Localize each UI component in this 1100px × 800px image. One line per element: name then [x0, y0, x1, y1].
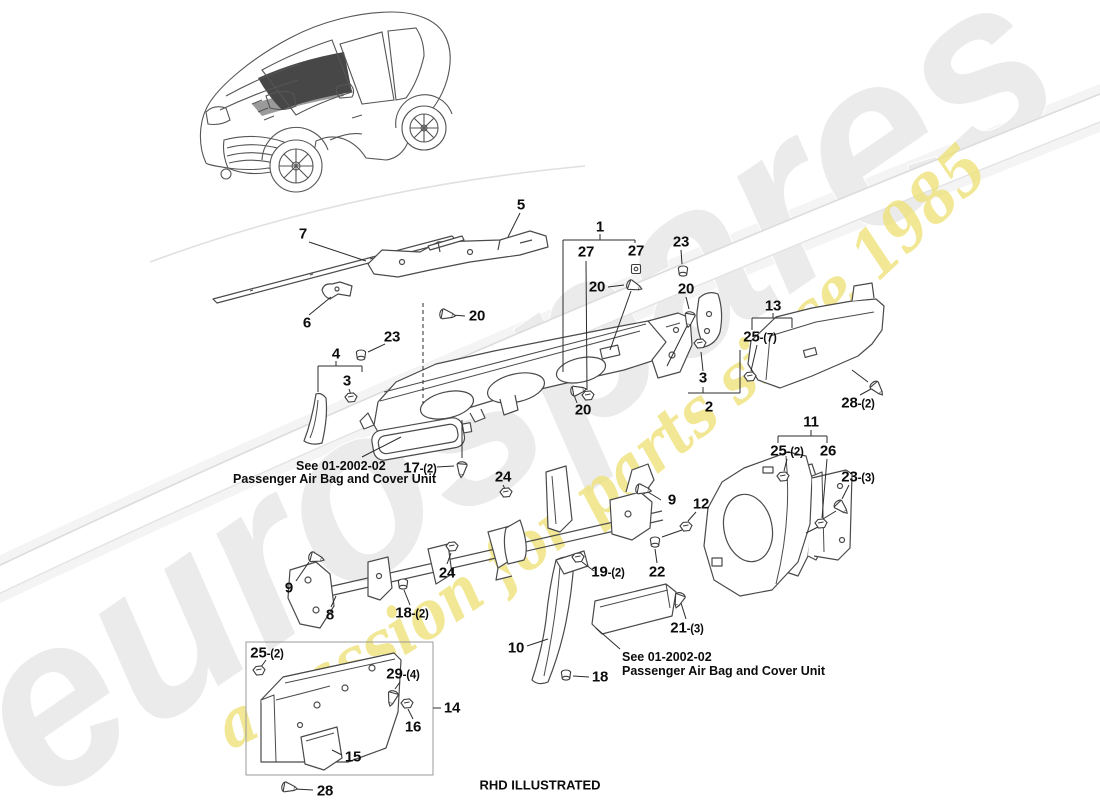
car-illustration	[199, 11, 453, 193]
leader-lines	[260, 212, 872, 791]
footer-caption: RHD ILLUSTRATED	[479, 777, 601, 793]
